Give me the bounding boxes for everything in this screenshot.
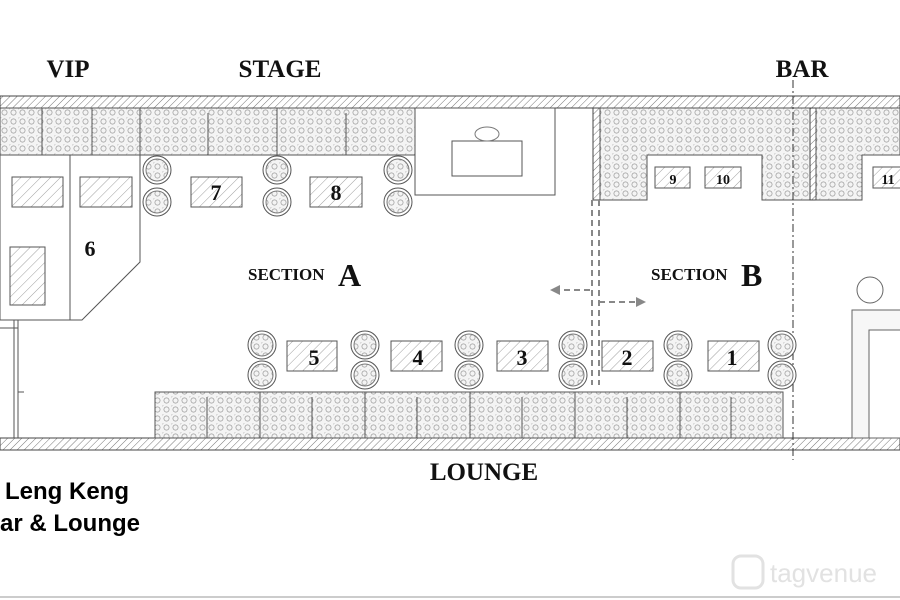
table-6-label: 6 (85, 236, 96, 261)
dj-person-icon (474, 126, 500, 142)
entrance-door (0, 320, 24, 438)
table-3-label: 3 (517, 345, 528, 370)
svg-text:B: B (741, 257, 762, 293)
table-5[interactable]: 5 (286, 340, 338, 372)
bar-sofa-right (809, 107, 900, 201)
vip-table-c (9, 246, 46, 306)
venue-title-line1: Leng Keng (5, 478, 129, 505)
bar-label: BAR (776, 56, 830, 83)
table-7[interactable]: 7 (190, 176, 243, 208)
dj-booth (414, 107, 556, 196)
table-2[interactable]: 2 (601, 340, 654, 372)
table-10[interactable]: 10 (704, 166, 742, 189)
section-b-label: SECTION B (651, 257, 762, 293)
bar-counter (851, 276, 900, 439)
lounge-label: LOUNGE (430, 459, 538, 486)
table-11[interactable]: 11 (872, 166, 900, 189)
bottom-wall (0, 437, 900, 451)
table-1[interactable]: 1 (707, 340, 760, 372)
vip-table-b (79, 176, 133, 208)
top-wall (0, 95, 900, 109)
svg-text:SECTION: SECTION (651, 265, 728, 284)
table-2-label: 2 (622, 345, 633, 370)
venue-title-line2: ar & Lounge (0, 510, 140, 537)
table-1-label: 1 (727, 345, 738, 370)
stage-label: STAGE (239, 56, 322, 83)
table-7-label: 7 (211, 180, 222, 205)
vip-table-a (11, 176, 64, 208)
svg-text:tagvenue: tagvenue (770, 558, 877, 588)
table-4[interactable]: 4 (390, 340, 443, 372)
stage-sofa (139, 107, 416, 156)
svg-text:SECTION: SECTION (248, 265, 325, 284)
table-8[interactable]: 8 (309, 176, 363, 208)
section-a-label: SECTION A (248, 257, 361, 293)
arrow-right-icon (636, 297, 646, 307)
table-9[interactable]: 9 (654, 166, 691, 189)
bar-sofa-left (592, 107, 811, 201)
table-4-label: 4 (413, 345, 424, 370)
vip-sofa (0, 107, 141, 156)
arrow-left-icon (550, 285, 560, 295)
table-3[interactable]: 3 (496, 340, 549, 372)
stools-top (142, 155, 413, 217)
svg-text:A: A (338, 257, 361, 293)
stools-bottom (247, 330, 797, 390)
lounge-sofa (154, 391, 784, 439)
table-9-label: 9 (670, 173, 677, 188)
table-11-label: 11 (881, 173, 894, 188)
vip-label: VIP (46, 56, 89, 83)
section-divider (558, 200, 638, 385)
table-5-label: 5 (309, 345, 320, 370)
table-8-label: 8 (331, 180, 342, 205)
table-10-label: 10 (716, 173, 730, 188)
bar-stool-icon (856, 276, 884, 304)
tagvenue-logo: tagvenue (731, 554, 877, 590)
